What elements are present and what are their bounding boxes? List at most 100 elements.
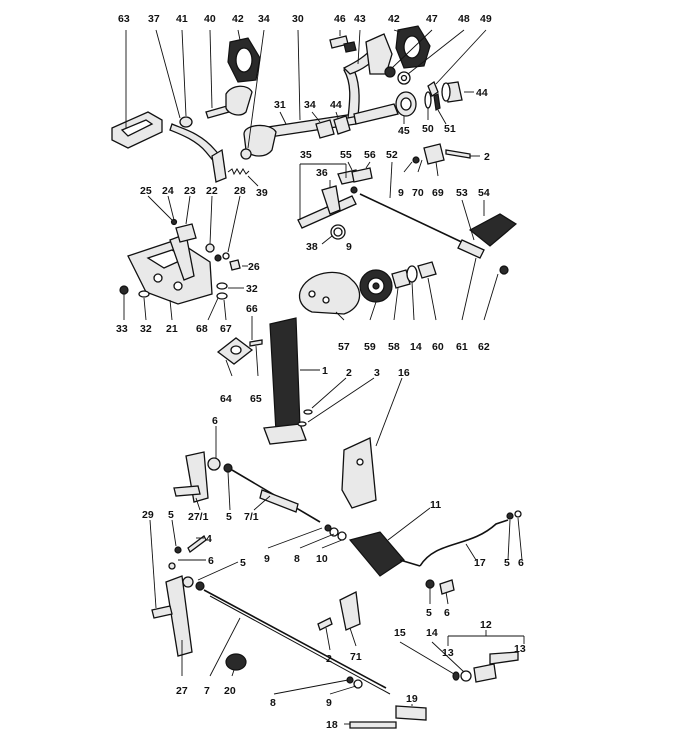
callout-1: 1 [322,365,328,377]
part-pedal-pad-42a [227,29,261,83]
callout-5: 5 [226,511,232,523]
part-nut-60 [417,261,437,321]
part-washers-8-9-lower [273,676,363,695]
callout-56: 56 [364,149,376,161]
callout-60: 60 [432,341,444,353]
callout-42b: 42 [388,13,400,25]
callout-53: 53 [456,187,468,199]
callout-2: 2 [484,151,490,163]
callout-9d: 9 [326,697,332,709]
callout-46: 46 [334,13,346,25]
part-boot-54 [468,200,518,247]
part-rod-17 [419,519,509,567]
part-spring-39 [227,168,259,187]
callout-labels: 63 37 41 40 42 34 30 46 43 42 47 48 49 4… [116,13,526,731]
callout-14b: 14 [426,627,438,639]
part-washers-8-9-10 [267,524,347,549]
callout-22: 22 [206,185,218,197]
part-lever-plate-16 [341,377,403,509]
callout-14: 14 [410,341,422,353]
callout-7-1: 7/1 [244,511,259,523]
part-pedal-shaft [240,29,357,160]
callout-44: 44 [476,87,488,99]
callout-41: 41 [176,13,188,25]
callout-30: 30 [292,13,304,25]
part-clip-55-56 [347,161,373,194]
part-shaft-35-36 [297,163,361,229]
callout-71: 71 [350,651,362,663]
callout-47: 47 [426,13,438,25]
part-pins-50-51 [424,91,447,125]
callout-61: 61 [456,341,468,353]
callout-5f: 5 [426,607,432,619]
callout-10: 10 [316,553,328,565]
callout-29: 29 [142,509,154,521]
callout-27-1: 27/1 [188,511,209,523]
part-housing-cover-57 [298,271,361,321]
part-bushing-58 [391,269,411,321]
callout-43: 43 [354,13,366,25]
callout-52: 52 [386,149,398,161]
part-bracket-64-65-66 [216,316,263,377]
part-leader-53 [461,199,475,241]
part-pedal-bracket-21 [127,233,213,321]
callout-9b: 9 [346,241,352,253]
callout-48: 48 [458,13,470,25]
callout-5c: 5 [168,509,174,521]
part-cable-7-1 [231,469,321,523]
part-cable-7 [203,589,391,695]
part-nut-62 [461,257,509,321]
callout-27: 27 [176,685,188,697]
part-bushings-center [311,111,351,139]
callout-65: 65 [250,393,262,405]
callout-5e: 5 [240,557,246,569]
callout-31: 31 [274,99,286,111]
callout-37: 37 [148,13,160,25]
callout-42: 42 [232,13,244,25]
callout-6c: 6 [518,557,524,569]
callout-9c: 9 [264,553,270,565]
callout-68: 68 [196,323,208,335]
callout-28: 28 [234,185,246,197]
callout-6d: 6 [444,607,450,619]
part-end-fittings-5-6-right [506,510,523,561]
callout-16: 16 [398,367,410,379]
callout-26: 26 [248,261,260,273]
callout-69: 69 [432,187,444,199]
callout-19: 19 [406,693,418,705]
callout-21: 21 [166,323,178,335]
callout-66: 66 [246,303,258,315]
part-washers-32-67-68-right [207,282,244,321]
callout-6: 6 [212,415,218,427]
callout-40: 40 [204,13,216,25]
part-pivot-23-24-25 [147,195,197,243]
callout-51: 51 [444,123,456,135]
part-bushing-44-right [441,81,474,103]
callout-45: 45 [398,125,410,137]
part-pin-46 [329,30,357,53]
callout-54: 54 [478,187,490,199]
callout-15: 15 [394,627,406,639]
callout-23: 23 [184,185,196,197]
callout-50: 50 [422,123,434,135]
callout-38: 38 [306,241,318,253]
part-pin-18-19 [344,704,427,729]
callout-36: 36 [316,167,328,179]
part-washer-14a [406,265,418,321]
callout-67: 67 [220,323,232,335]
callout-32: 32 [246,283,258,295]
callout-2c: 2 [326,653,332,665]
callout-35: 35 [300,149,312,161]
callout-7: 7 [204,685,210,697]
callout-17: 17 [474,557,486,569]
part-washers-32-33-left [119,285,150,321]
part-leader-5b [197,561,239,581]
part-small-4-5-6-left [168,519,207,570]
callout-34b: 34 [304,99,316,111]
callout-9: 9 [398,187,404,199]
callout-24: 24 [162,185,174,197]
callout-8b: 8 [270,697,276,709]
callout-20: 20 [224,685,236,697]
